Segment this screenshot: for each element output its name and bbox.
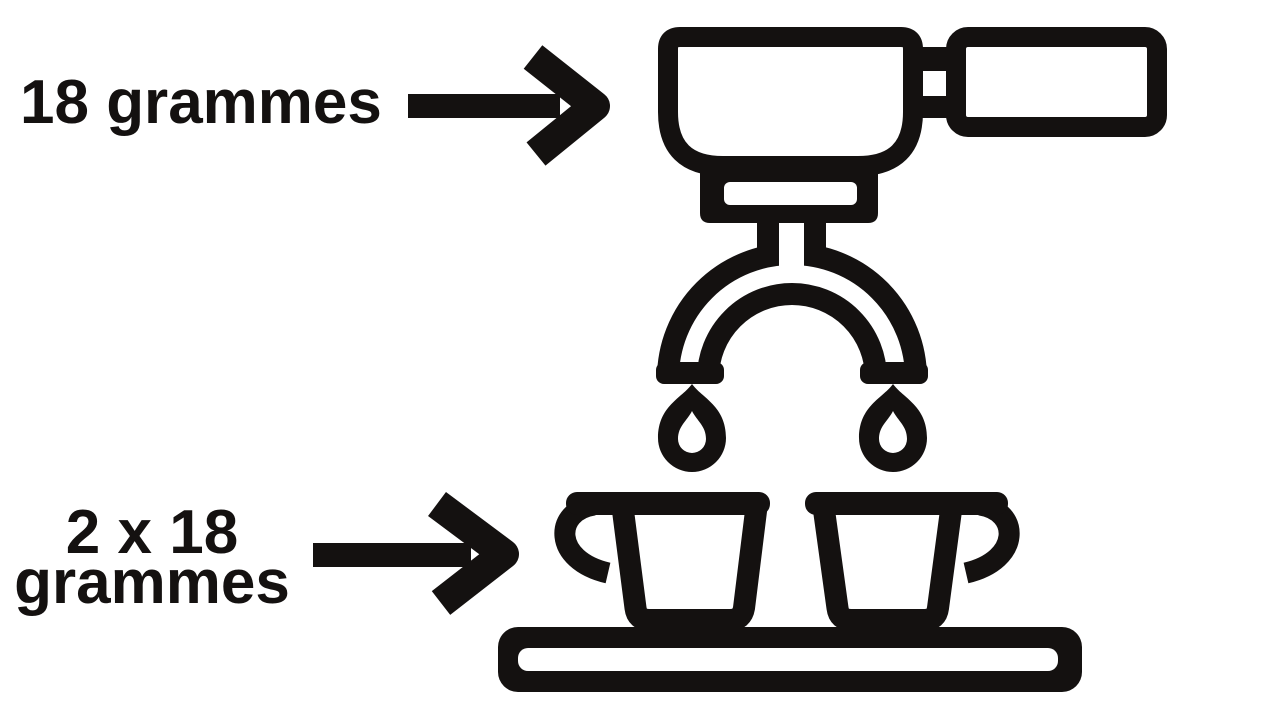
portafilter-connector — [916, 96, 950, 118]
drip-hole — [678, 411, 706, 453]
portafilter-handle — [946, 27, 1167, 137]
coffee-drip-icon — [658, 384, 726, 472]
cup-body — [812, 492, 963, 631]
label-single-dose: 18 grammes — [20, 68, 382, 137]
label-double-dose-line1: 2 x 18 — [65, 498, 239, 567]
spout-stem — [804, 223, 826, 260]
spout-inner-arc — [697, 283, 887, 379]
portafilter-basket — [658, 27, 923, 176]
cup-rim — [566, 492, 770, 515]
arrow-shaft — [408, 94, 560, 118]
cup-handle — [554, 494, 611, 584]
cup-rim — [805, 492, 1008, 515]
arrow-head — [523, 45, 610, 166]
right-arrow-icon — [408, 45, 610, 166]
espresso-cup-icon — [554, 492, 770, 631]
portafilter-spout — [656, 223, 928, 384]
espresso-cup-icon — [805, 492, 1020, 631]
spout-stem — [757, 223, 779, 260]
right-arrow-icon — [313, 491, 519, 615]
tray-slot — [518, 648, 1058, 671]
portafilter-icon — [656, 27, 1167, 472]
cup-handle — [963, 494, 1020, 584]
espresso-cups-group — [498, 492, 1082, 692]
spout-foot — [656, 362, 724, 384]
coffee-drip-icon — [859, 384, 927, 472]
drip-hole — [879, 411, 907, 453]
spout-foot — [860, 362, 928, 384]
cup-body — [611, 492, 768, 631]
tray-icon — [498, 627, 1082, 692]
portafilter-plate-slot — [724, 182, 857, 205]
spout-channel — [779, 223, 804, 284]
arrow-shaft — [313, 543, 471, 567]
label-double-dose: 2 x 18 grammes — [0, 498, 304, 617]
label-double-dose-line2: grammes — [14, 548, 290, 617]
arrow-head — [428, 491, 519, 615]
